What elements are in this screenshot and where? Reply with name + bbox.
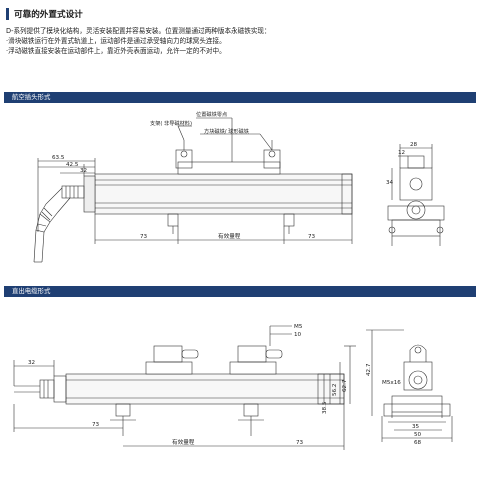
dim-effective-range: 有效量程 xyxy=(218,232,241,240)
dim-73-right: 73 xyxy=(308,234,316,240)
dim2-62-7: 62.7 xyxy=(342,379,348,392)
dim-42-5: 42.5 xyxy=(66,162,79,168)
intro-text: D-系列提供了模块化结构，灵活安装配置并容易安装。位置测量通过两种版本永磁铁实现… xyxy=(6,26,476,56)
dim2-38-5: 38.5 xyxy=(322,401,328,414)
callout-magnet-zero: 位置磁铁零点 xyxy=(196,110,227,118)
heading-accent-bar xyxy=(6,8,9,20)
sensor-side-view-1 xyxy=(387,144,445,246)
dim2-32: 32 xyxy=(28,360,35,366)
page-title: 可靠的外置式设计 xyxy=(14,10,83,20)
dim2-m5: M5 xyxy=(294,324,303,330)
section-direct-cable-title: 直出电缆形式 xyxy=(12,287,51,295)
section-aviation-plug-title: 航空插头形式 xyxy=(12,93,51,101)
dim2-side-35: 35 xyxy=(412,424,420,430)
dim-side-28: 28 xyxy=(410,142,418,148)
callout-magnet-type: 方块磁铁/ 球形磁铁 xyxy=(204,127,249,135)
dim-63-5: 63.5 xyxy=(52,155,65,161)
dim2-side-m5x16: M5x16 xyxy=(382,380,401,386)
callout-bracket: 支架( 非导磁材料) xyxy=(150,119,192,127)
dim-32: 32 xyxy=(80,168,87,174)
page-heading: 可靠的外置式设计 xyxy=(6,7,83,21)
dim2-side-50: 50 xyxy=(414,432,422,438)
sensor-front-view-2 xyxy=(13,325,356,450)
dim2-56-2: 56.2 xyxy=(332,384,338,396)
intro-line-3: ·浮动磁铁直接安装在运动部件上，靠近外壳表面运动，允许一定的不对中。 xyxy=(6,47,226,55)
dim-73-left: 73 xyxy=(140,234,148,240)
dim2-73-left: 73 xyxy=(92,422,100,428)
dim2-effective-range: 有效量程 xyxy=(172,438,195,446)
dim-side-12: 12 xyxy=(398,150,405,156)
dim2-side-68: 68 xyxy=(414,440,422,446)
dim-side-34: 34 xyxy=(386,180,394,186)
intro-line-2: ·滑块磁铁运行在外置式轨道上，运动部件是通过承受轴向力的球窝头连接。 xyxy=(6,37,226,45)
dim2-10: 10 xyxy=(294,332,302,338)
intro-line-1: D-系列提供了模块化结构，灵活安装配置并容易安装。位置测量通过两种版本永磁铁实现… xyxy=(6,27,271,35)
sensor-front-view-1 xyxy=(33,117,353,263)
section-direct-cable-bar: 直出电缆形式 xyxy=(4,286,476,297)
section-aviation-plug-bar: 航空插头形式 xyxy=(4,92,476,103)
sensor-side-view-2 xyxy=(366,329,453,442)
dim2-73-right: 73 xyxy=(296,440,304,446)
dim2-side-42-7: 42.7 xyxy=(366,363,372,376)
